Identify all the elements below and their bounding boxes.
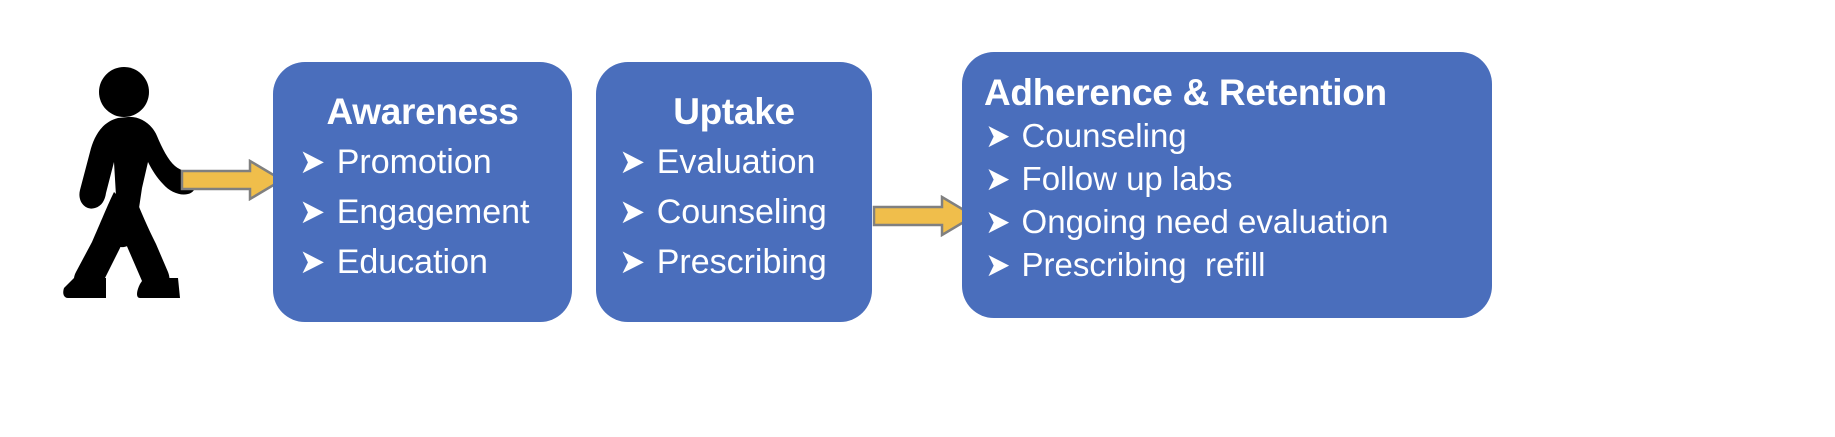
chevron-bullet-icon: ➤ bbox=[619, 142, 646, 181]
bullet-label: Ongoing need evaluation bbox=[1021, 202, 1389, 240]
stage-title-uptake: Uptake bbox=[673, 91, 795, 132]
chevron-bullet-icon: ➤ bbox=[299, 243, 326, 282]
bullet-label: Education bbox=[336, 243, 488, 282]
bullet-item: ➤ Evaluation bbox=[618, 142, 872, 182]
bullet-list-awareness: ➤ Promotion ➤ Engagement ➤ Education bbox=[273, 142, 572, 282]
bullet-item: ➤ Prescribing bbox=[618, 242, 872, 282]
arrow-uptake-to-adherence bbox=[872, 194, 977, 238]
stage-box-awareness[interactable]: Awareness ➤ Promotion ➤ Engagement ➤ Edu… bbox=[273, 62, 572, 322]
bullet-label: Counseling bbox=[656, 192, 827, 231]
bullet-item: ➤ Counseling bbox=[984, 117, 1492, 156]
bullet-label: Promotion bbox=[336, 142, 492, 181]
chevron-bullet-icon: ➤ bbox=[299, 192, 326, 231]
bullet-item: ➤ Engagement bbox=[298, 192, 572, 232]
bullet-label: Prescribing bbox=[656, 243, 827, 282]
bullet-item: ➤ Promotion bbox=[298, 142, 572, 182]
chevron-bullet-icon: ➤ bbox=[985, 202, 1011, 240]
bullet-list-adherence-retention: ➤ Counseling ➤ Follow up labs ➤ Ongoing … bbox=[962, 117, 1492, 285]
chevron-bullet-icon: ➤ bbox=[619, 243, 646, 282]
chevron-bullet-icon: ➤ bbox=[985, 159, 1011, 197]
stage-title-adherence-retention: Adherence & Retention bbox=[984, 72, 1387, 113]
bullet-item: ➤ Follow up labs bbox=[984, 160, 1492, 199]
bullet-label: Engagement bbox=[336, 192, 530, 231]
bullet-label: Evaluation bbox=[656, 142, 816, 181]
bullet-item: ➤ Counseling bbox=[618, 192, 872, 232]
bullet-label: Prescribing refill bbox=[1021, 245, 1266, 283]
bullet-item: ➤ Ongoing need evaluation bbox=[984, 203, 1492, 242]
chevron-bullet-icon: ➤ bbox=[619, 192, 646, 231]
chevron-bullet-icon: ➤ bbox=[985, 245, 1011, 283]
chevron-bullet-icon: ➤ bbox=[985, 116, 1011, 154]
bullet-item: ➤ Prescribing refill bbox=[984, 246, 1492, 285]
stage-box-adherence-retention[interactable]: Adherence & Retention ➤ Counseling ➤ Fol… bbox=[962, 52, 1492, 318]
bullet-item: ➤ Education bbox=[298, 242, 572, 282]
chevron-bullet-icon: ➤ bbox=[299, 142, 326, 181]
stage-title-awareness: Awareness bbox=[326, 91, 519, 132]
bullet-list-uptake: ➤ Evaluation ➤ Counseling ➤ Prescribing bbox=[596, 142, 872, 282]
bullet-label: Follow up labs bbox=[1021, 159, 1233, 197]
bullet-label: Counseling bbox=[1021, 116, 1187, 154]
arrow-person-to-awareness bbox=[180, 158, 285, 202]
walking-person-icon bbox=[62, 66, 202, 306]
stage-box-uptake[interactable]: Uptake ➤ Evaluation ➤ Counseling ➤ Presc… bbox=[596, 62, 872, 322]
